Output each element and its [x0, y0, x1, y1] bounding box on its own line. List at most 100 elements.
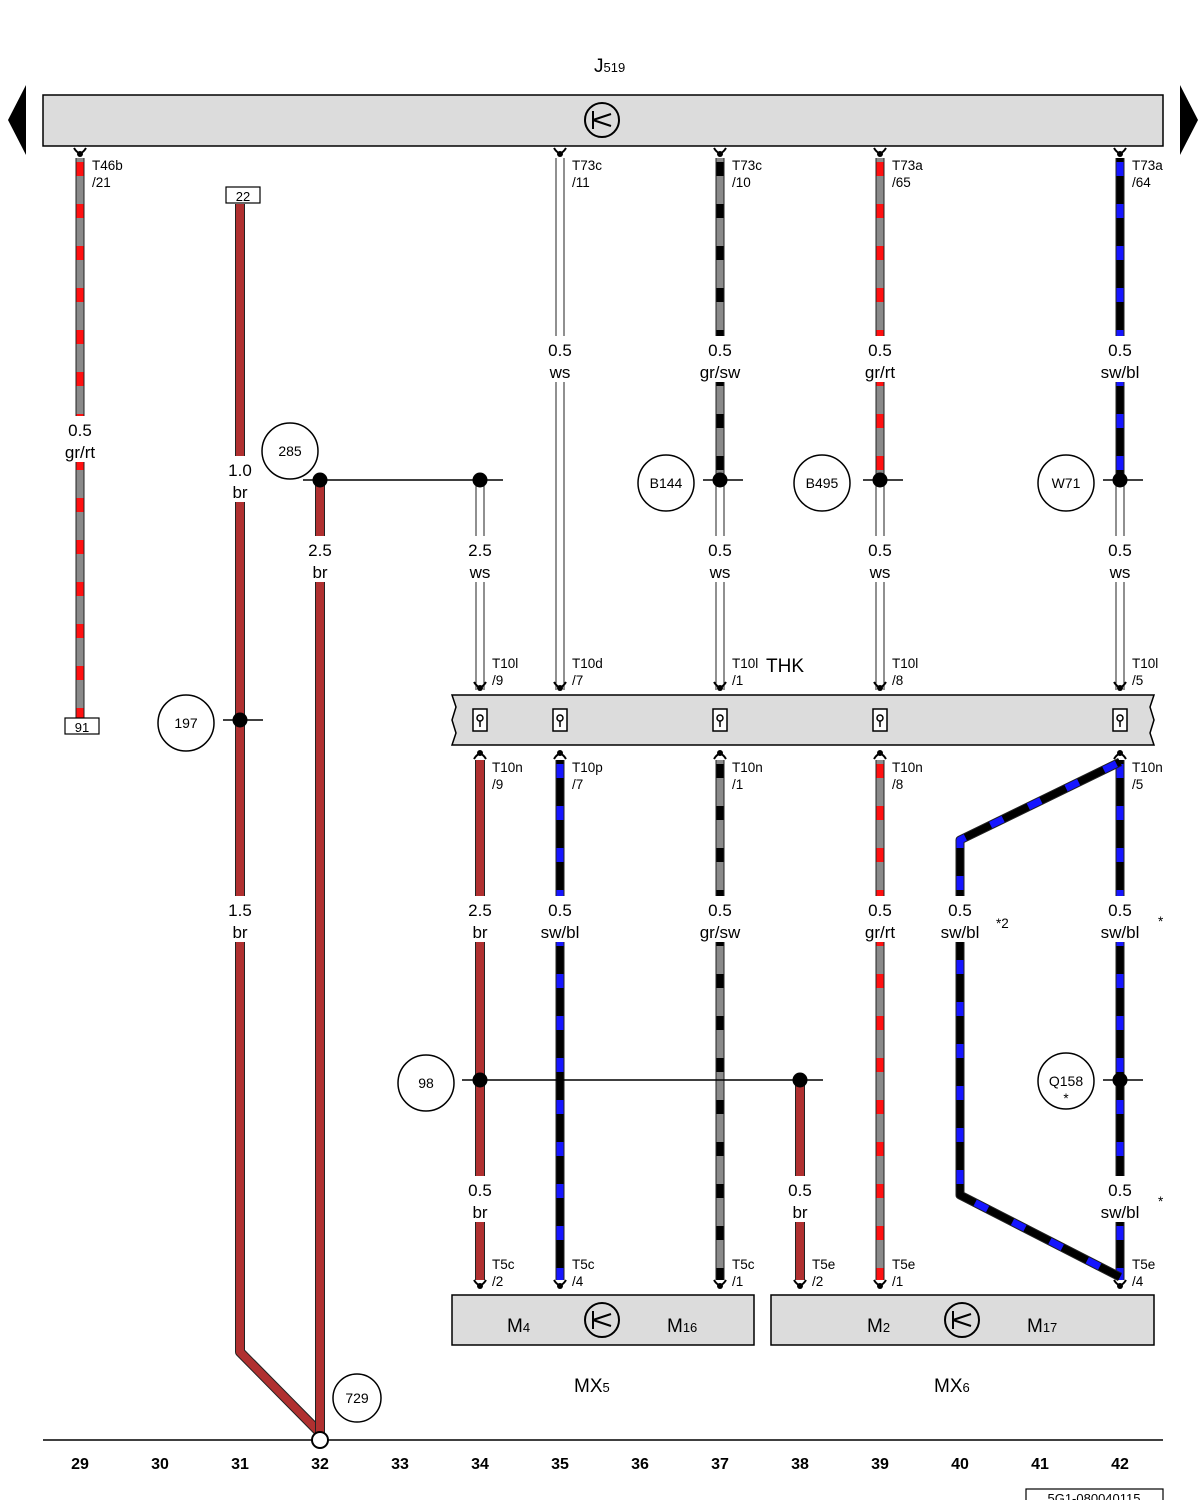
gauge-col29-bg — [54, 416, 106, 462]
doc-number: 5G1-080040115 — [1047, 1491, 1140, 1500]
gauge-col34-mid-bg — [454, 896, 506, 942]
thk-lower-pin-42-line2: /5 — [1132, 777, 1143, 792]
motor-pin-42-line1: T5e — [1132, 1257, 1155, 1272]
connection-285-label: 285 — [278, 443, 302, 459]
thk-upper-pin-42-line1: T10l — [1132, 656, 1158, 671]
splice-dot-98-right — [792, 1072, 808, 1088]
thk-lower-pin-37-icon — [713, 750, 727, 760]
gauge-col34-lower-color: br — [472, 1203, 487, 1222]
gauge-col37-top-bg — [694, 336, 746, 382]
gauge-col31-upper-color: br — [232, 483, 247, 502]
motor-pin-34-icon — [473, 1279, 487, 1289]
motor-pin-42-icon — [1113, 1279, 1127, 1289]
gauge-col40-bg — [934, 896, 986, 942]
pin-t73c11-icon — [553, 147, 567, 157]
column-number: 29 — [71, 1456, 89, 1473]
ground-point-729 — [332, 1373, 382, 1423]
motor-pin-39-line2: /1 — [892, 1274, 903, 1289]
motor-pin-37-line2: /1 — [732, 1274, 743, 1289]
gauge-col37-mid-size: 0.5 — [708, 541, 732, 560]
gauge-col32-size: 2.5 — [308, 541, 332, 560]
motor-symbol-icon — [584, 1302, 620, 1338]
thk-lower-pin-42-icon — [1113, 750, 1127, 760]
connection-w71 — [1037, 454, 1095, 512]
motor-unit-mx5-label: MX5 — [574, 1376, 610, 1397]
gauge-col39-lower-bg — [854, 896, 906, 942]
gauge-col32-color: br — [312, 563, 327, 582]
splice-dot-197 — [232, 712, 248, 728]
gauge-col39-top-bg — [854, 336, 906, 382]
connection-197 — [157, 694, 215, 752]
gauge-col31-lower-bg — [214, 896, 266, 942]
gauge-col39-top-color: gr/rt — [865, 363, 896, 382]
gauge-col39-top-size: 0.5 — [868, 341, 892, 360]
thk-upper-pin-34-line1: T10l — [492, 656, 518, 671]
column-number: 30 — [151, 1456, 169, 1473]
pin-t73c11-line1: T73c — [572, 158, 602, 173]
previous-page-arrow-icon[interactable] — [8, 85, 26, 155]
gauge-col42-top-bg — [1094, 336, 1146, 382]
ground-point-729-label: 729 — [345, 1390, 369, 1406]
terminal-91-label: 91 — [75, 720, 89, 735]
pin-t73a64-line1: T73a — [1132, 158, 1163, 173]
splice-dot-q158 — [1112, 1072, 1128, 1088]
gauge-col35-upper-bg — [534, 336, 586, 382]
terminal-22-box — [225, 186, 261, 204]
thk-label: THK — [766, 656, 804, 677]
connection-197-label: 197 — [174, 715, 198, 731]
column-number: 33 — [391, 1456, 409, 1473]
gauge-col42-bottom-size: 0.5 — [1108, 1181, 1132, 1200]
gauge-col37-lower-color: gr/sw — [700, 923, 741, 942]
pin-t73c10-line1: T73c — [732, 158, 762, 173]
gauge-col35-upper-color: ws — [549, 363, 571, 382]
thk-lower-pin-39-line2: /8 — [892, 777, 903, 792]
gauge-col42-lower-color: sw/bl — [1101, 923, 1140, 942]
thk-lower-pin-37-line2: /1 — [732, 777, 743, 792]
gauge-col34-lower-size: 0.5 — [468, 1181, 492, 1200]
gauge-col42-top-color: sw/bl — [1101, 363, 1140, 382]
control-unit-label: J519 — [594, 56, 625, 77]
thk-lower-pin-34-line2: /9 — [492, 777, 503, 792]
connection-285 — [261, 422, 319, 480]
gauge-col35-lower-bg — [534, 896, 586, 942]
connection-98-label: 98 — [418, 1075, 434, 1091]
next-page-arrow-icon[interactable] — [1180, 85, 1198, 155]
thk-upper-pin-34-icon — [473, 681, 487, 691]
gauge-col40-color: sw/bl — [941, 923, 980, 942]
column-number: 39 — [871, 1456, 889, 1473]
electronics-symbol-icon — [584, 102, 620, 138]
pin-t73a65-icon — [873, 147, 887, 157]
gauge-col37-mid-bg — [694, 536, 746, 582]
motor-pin-38-icon — [793, 1279, 807, 1289]
pin-t73c10-icon — [713, 147, 727, 157]
pin-t46b-icon — [73, 147, 87, 157]
pin-t73a64-line2: /64 — [1132, 175, 1151, 190]
gauge-col31-upper-bg — [214, 456, 266, 502]
motor-pin-39-line1: T5e — [892, 1257, 915, 1272]
motor-pin-37-icon — [713, 1279, 727, 1289]
gauge-col32-bg — [294, 536, 346, 582]
column-number: 37 — [711, 1456, 729, 1473]
gauge-col39-mid-size: 0.5 — [868, 541, 892, 560]
motor-pin-39-icon — [873, 1279, 887, 1289]
pin-t46b-line2: /21 — [92, 175, 111, 190]
terminal-91-box — [64, 717, 100, 735]
thk-lower-pin-39-line1: T10n — [892, 760, 923, 775]
motor-pin-37-line1: T5c — [732, 1257, 755, 1272]
pin-t73a65-line1: T73a — [892, 158, 923, 173]
gauge-col35-lower-color: sw/bl — [541, 923, 580, 942]
thk-contact-icon — [472, 708, 488, 732]
thk-contact-icon — [552, 708, 568, 732]
gauge-col42-mid-size: 0.5 — [1108, 541, 1132, 560]
splice-dot-285-right — [472, 472, 488, 488]
motor-symbol-icon — [944, 1302, 980, 1338]
thk-lower-pin-39-icon — [873, 750, 887, 760]
gauge-col39-lower-size: 0.5 — [868, 901, 892, 920]
column-number: 40 — [951, 1456, 969, 1473]
connection-98 — [397, 1054, 455, 1112]
column-number: 32 — [311, 1456, 329, 1473]
thk-upper-pin-39-line1: T10l — [892, 656, 918, 671]
gauge-col37-mid-color: ws — [709, 563, 731, 582]
gauge-col34-mid-size: 2.5 — [468, 901, 492, 920]
gauge-col39-mid-bg — [854, 536, 906, 582]
